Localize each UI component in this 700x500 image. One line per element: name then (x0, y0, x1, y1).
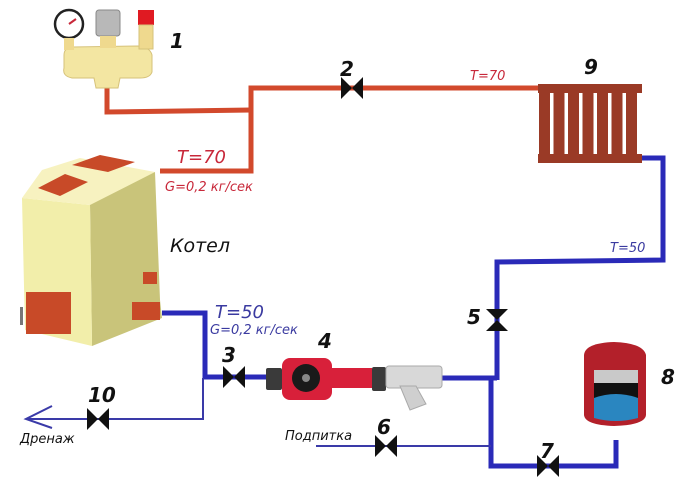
label-6: 6 (377, 415, 391, 439)
valve-10-icon[interactable] (87, 408, 109, 430)
valve-2-icon[interactable] (341, 77, 363, 99)
pump-union-right (372, 367, 386, 391)
air-vent-icon (95, 9, 121, 37)
supply-pipes (104, 85, 540, 174)
tank-water (594, 394, 638, 421)
safety-group-body (63, 45, 153, 89)
valves (87, 77, 559, 477)
pump-screw (302, 374, 310, 382)
thin-pipes (23, 378, 491, 447)
valve-3-icon[interactable] (223, 366, 245, 388)
boiler[interactable] (20, 155, 162, 346)
pump-neck (332, 368, 372, 388)
valve-6-icon[interactable] (375, 435, 397, 457)
boiler-handle (20, 307, 23, 325)
boiler-top-door-2 (72, 155, 135, 172)
valve-7-icon[interactable] (537, 455, 559, 477)
supply-pipe-safety-branch (104, 85, 252, 115)
boiler-top-door-1 (38, 174, 88, 196)
label-10: 10 (88, 383, 116, 407)
makeup-label: Подпитка (285, 429, 352, 444)
return-flow-label: G=0,2 кг/сек (210, 323, 298, 338)
radiator-section (611, 85, 623, 163)
return-temp-label: T=50 (215, 302, 264, 323)
expansion-tank[interactable] (584, 342, 646, 426)
supply-temp-top-label: T=70 (470, 69, 505, 84)
boiler-fitting-upper (143, 272, 157, 284)
pump-union-left (266, 368, 282, 390)
supply-pipe-main (160, 85, 540, 174)
safety-group[interactable] (53, 8, 154, 89)
boiler-ash-door (26, 292, 71, 334)
radiator-section (568, 85, 579, 163)
label-5: 5 (467, 305, 481, 329)
label-1: 1 (170, 29, 184, 53)
radiator-section (597, 85, 608, 163)
strainer-filter[interactable] (385, 365, 443, 411)
label-7: 7 (540, 439, 554, 463)
pump[interactable] (266, 358, 386, 400)
label-3: 3 (222, 343, 236, 367)
filter-leg (399, 385, 427, 411)
radiator-header (538, 84, 642, 93)
air-vent-stem (100, 36, 116, 48)
label-8: 8 (661, 365, 675, 389)
radiator-section (626, 85, 637, 163)
radiator-section (582, 85, 594, 163)
radiator-header (538, 154, 642, 163)
radiator-section (553, 85, 565, 163)
manometer-stem (64, 38, 74, 50)
label-4: 4 (317, 329, 332, 353)
manometer-needle (68, 18, 77, 25)
valve-5-icon[interactable] (486, 309, 508, 331)
relief-valve-body (138, 24, 154, 50)
drain-arrow (23, 405, 53, 429)
tank-membrane (594, 383, 638, 398)
return-pipe-radiator-out (494, 155, 666, 380)
supply-temp-label: T=70 (177, 147, 226, 168)
supply-flow-label: G=0,2 кг/сек (165, 180, 253, 195)
tank-window-gray (594, 370, 638, 383)
boiler-label: Котел (170, 235, 230, 257)
relief-valve-icon (138, 10, 154, 25)
label-9: 9 (584, 55, 598, 79)
radiator[interactable] (538, 84, 642, 163)
label-2: 2 (340, 57, 354, 81)
return-temp-right-label: T=50 (610, 241, 645, 256)
drain-label: Дренаж (19, 432, 75, 447)
boiler-fitting-return (132, 302, 160, 320)
radiator-section (539, 85, 550, 163)
drain-line (28, 378, 204, 420)
filter-body (385, 365, 443, 389)
